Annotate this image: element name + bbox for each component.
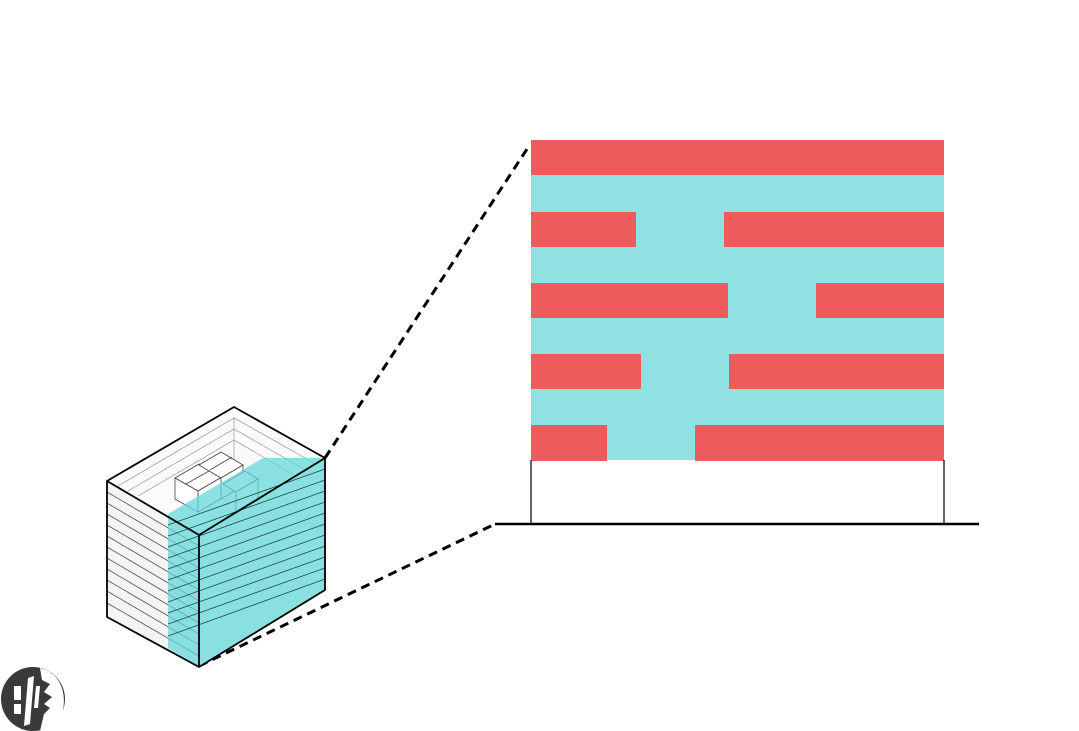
building-outline [106,406,326,668]
building-floor-lines-right [167,468,326,637]
floor-slab-5-right [695,425,944,461]
floor-slab-4-left [531,354,641,389]
floor-slab-2-right [724,212,944,247]
ground-floor-outline [530,460,945,524]
projection-lines [198,145,531,668]
floor-slab-2-left [531,212,636,247]
floor-slab-1 [531,140,944,175]
building-highlight-face [168,458,325,667]
axonometric-building [106,406,326,668]
elevation-section [495,140,979,526]
floor-slab-3-left [531,283,728,318]
floor-slab-3-right [816,283,944,318]
floor-slab-5-left [531,425,607,461]
projection-line-bottom [198,523,494,668]
projection-line-top [323,145,531,459]
studio-logo-icon [1,667,65,731]
floor-slab-4-right [729,354,944,389]
